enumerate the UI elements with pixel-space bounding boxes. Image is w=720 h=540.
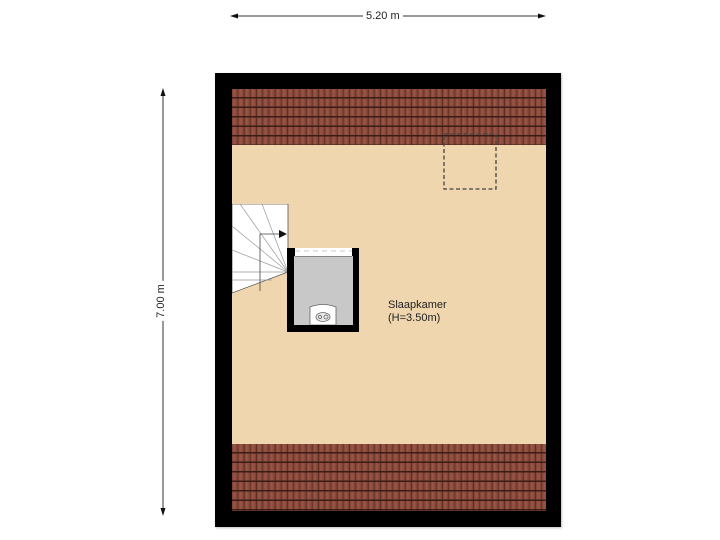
width-dimension: 5.20 m xyxy=(230,8,546,24)
stair-direction-arrow-icon xyxy=(279,230,287,238)
height-label: 7.00 m xyxy=(154,281,167,321)
toilet-icon xyxy=(309,303,337,325)
room-label-slaapkamer: Slaapkamer (H=3.50m) xyxy=(388,299,447,325)
room-name: Slaapkamer xyxy=(388,299,447,311)
staircase xyxy=(232,204,289,294)
skylight-outline xyxy=(443,133,497,190)
roof-tiles-top xyxy=(232,89,546,145)
floor-slaapkamer xyxy=(232,145,546,444)
room-height: (H=3.50m) xyxy=(388,312,441,324)
height-dimension: 7.00 m xyxy=(154,88,171,516)
width-label: 5.20 m xyxy=(363,10,403,22)
shaft-window xyxy=(295,248,352,257)
roof-tiles-bottom xyxy=(232,444,546,511)
